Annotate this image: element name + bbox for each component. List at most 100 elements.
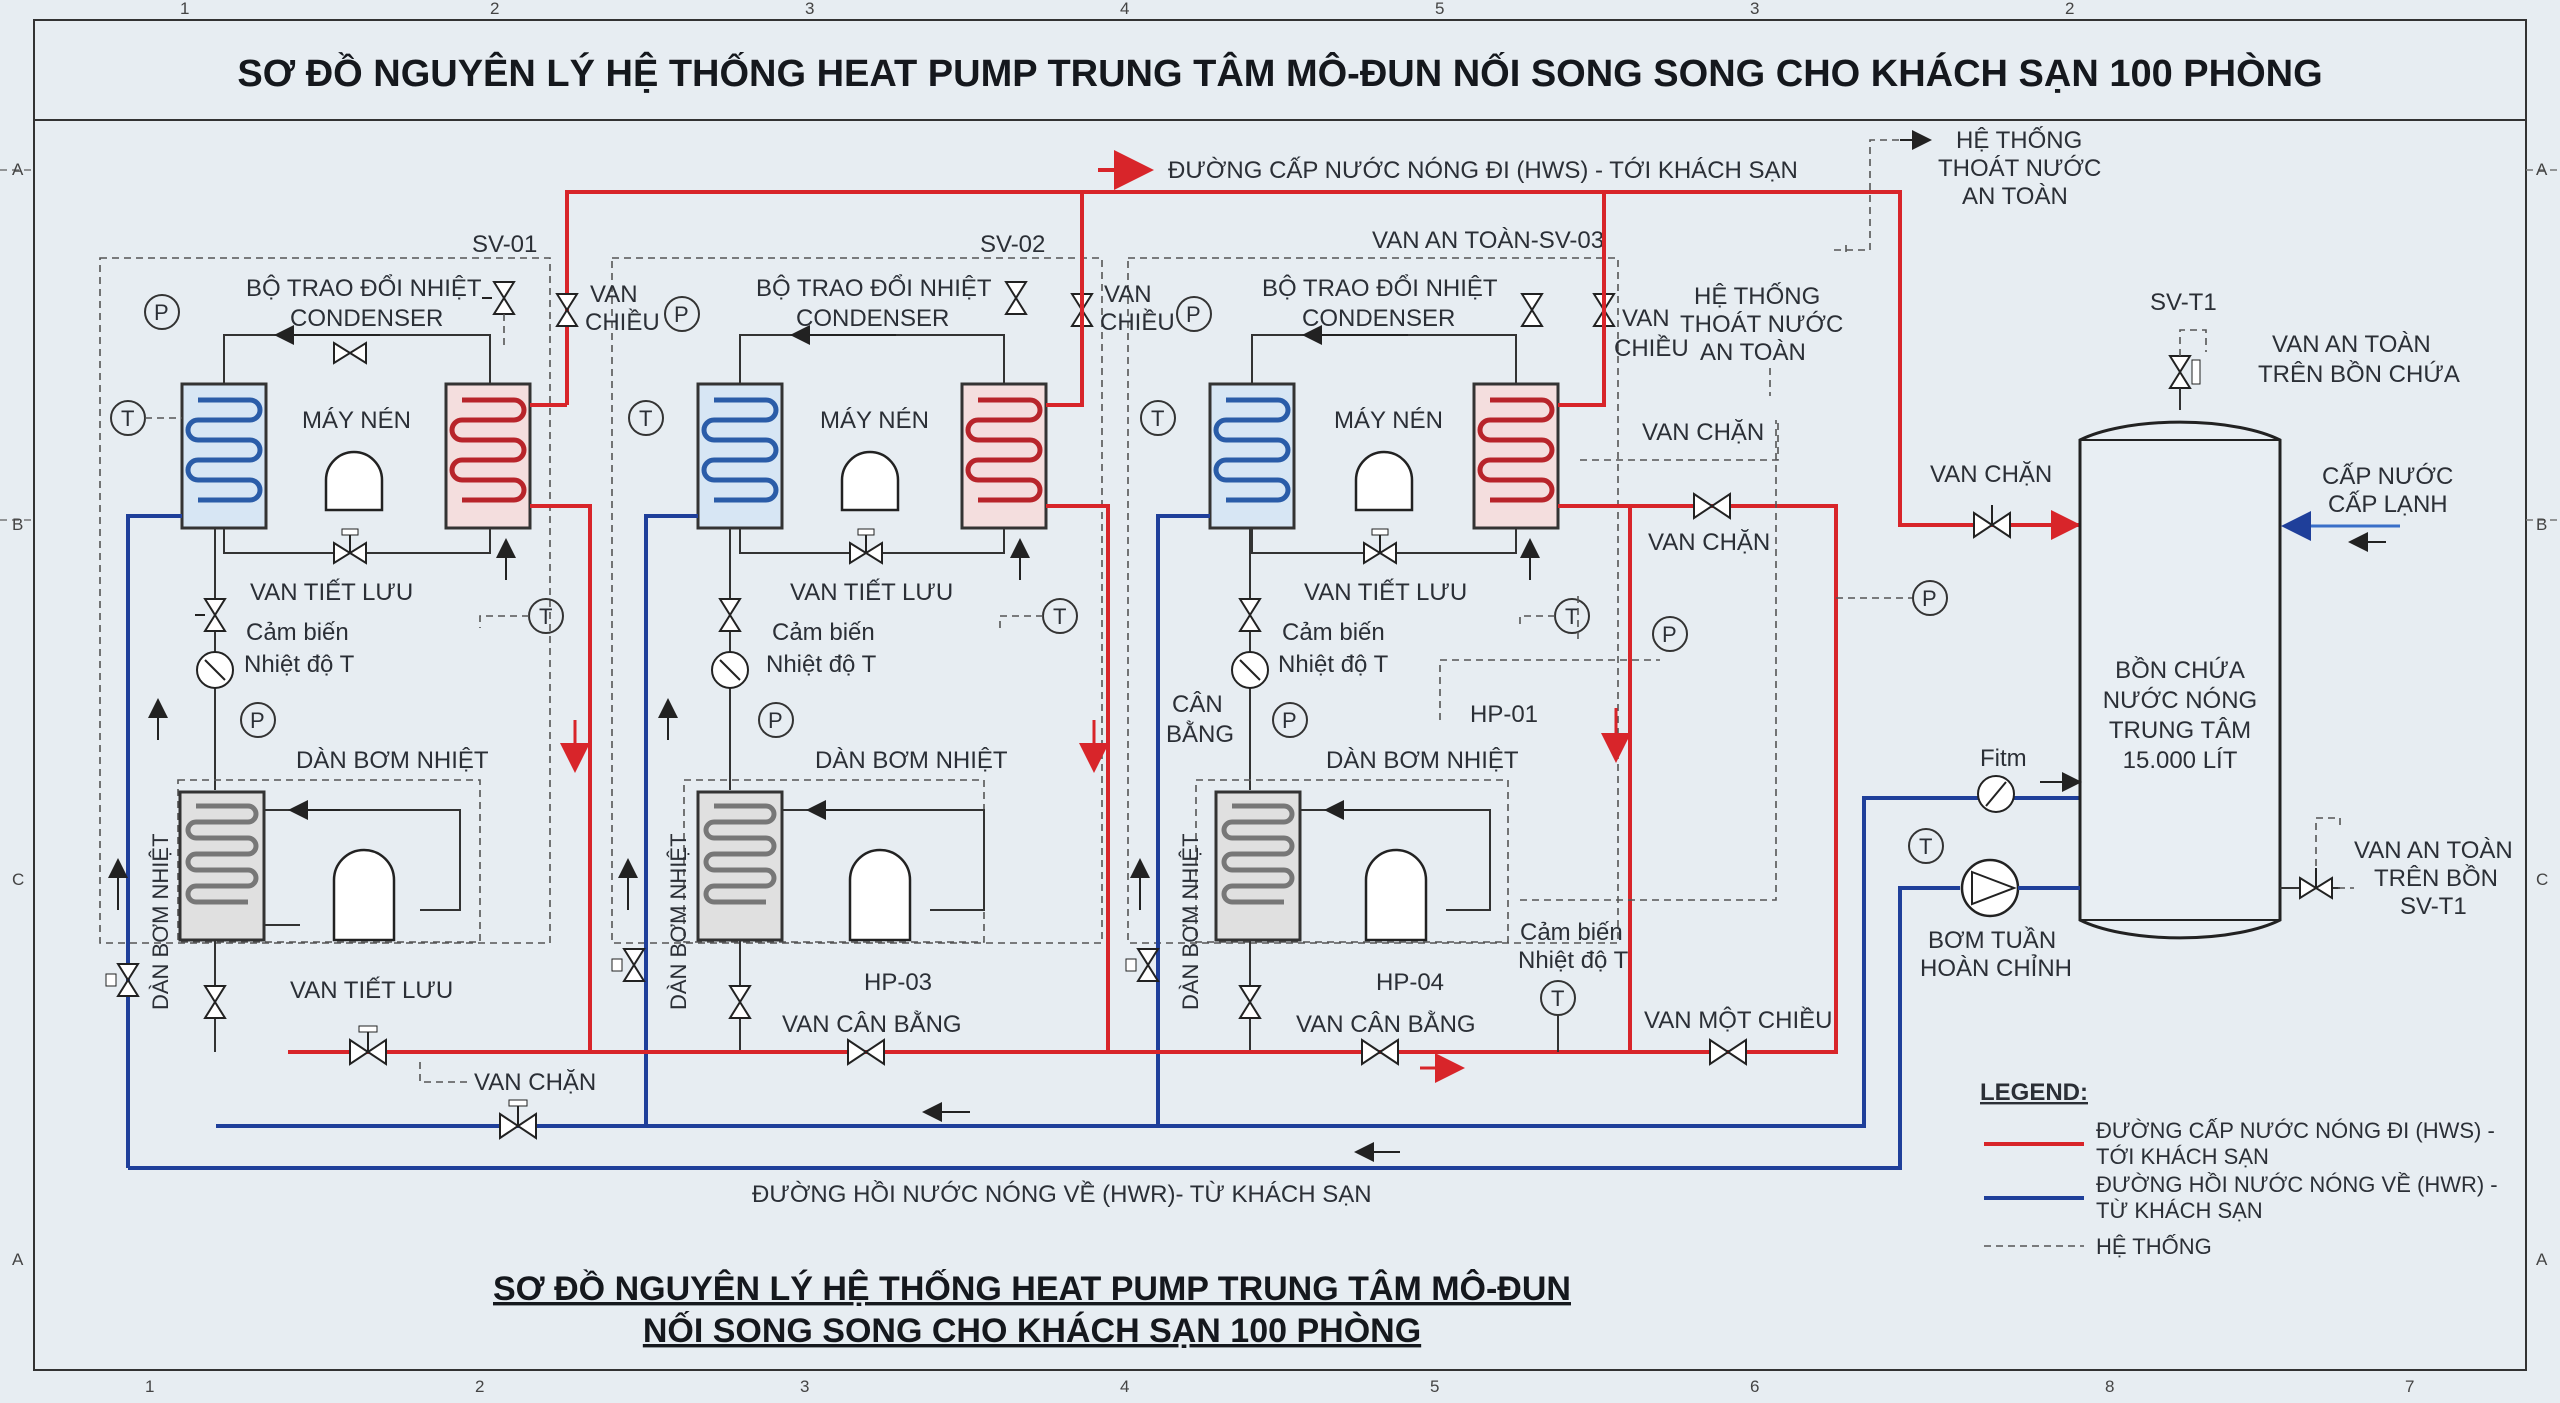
check-valve-icon [555, 293, 579, 327]
shutoff-valve-icon [728, 985, 752, 1019]
shutoff-valve-icon [195, 598, 227, 632]
evap-label: DÀN BƠM NHIỆT [815, 747, 1008, 774]
grid-top-7: 2 [2065, 0, 2074, 18]
legend-hwr-2: TỪ KHÁCH SẠN [2096, 1198, 2263, 1223]
pressure-gauge-icon [758, 702, 794, 738]
tank-label-2: NƯỚC NÓNG [2103, 687, 2257, 714]
drain-system-label-2: THOÁT NƯỚC [1680, 311, 1843, 338]
valve-icon [333, 341, 367, 365]
grid-top-2: 2 [490, 0, 499, 18]
svg-text:T: T [121, 406, 134, 431]
subtitle-line-2: NỐI SONG SONG CHO KHÁCH SẠN 100 PHÒNG [643, 1311, 1421, 1350]
legend-hws-1: ĐƯỜNG CẤP NƯỚC NÓNG ĐI (HWS) - [2096, 1118, 2495, 1143]
grid-top-1: 1 [180, 0, 189, 18]
svt1-label: SV-T1 [2150, 289, 2217, 316]
grid-bottom-1: 1 [145, 1377, 154, 1396]
shutoff-valve-label-bottom: VAN CHẶN [474, 1069, 596, 1096]
check-valve-label-1: VAN [1104, 281, 1152, 308]
grid-left-1: A [12, 160, 24, 179]
shutoff-valve-icon [203, 985, 227, 1019]
svg-text:T: T [639, 406, 652, 431]
tank-safety-2-label-2: TRÊN BỒN [2374, 864, 2498, 892]
expansion-valve-label: VAN TIẾT LƯU [250, 578, 413, 606]
grid-top-5: 5 [1435, 0, 1444, 18]
balancing-valve-label-3: VAN CÂN BẰNG [1296, 1010, 1476, 1038]
pressure-gauge-icon [240, 702, 276, 738]
shutoff-valve-icon [1693, 492, 1731, 520]
right-piping-area: VAN CHẶN VAN CHẶN HP-01 P P HỆ THỐNG THO… [1439, 126, 2101, 1052]
svg-text:P: P [674, 302, 689, 327]
compressor-icon [324, 450, 384, 512]
check-valve-label-1: VAN [590, 281, 638, 308]
grid-top-6: 3 [1750, 0, 1759, 18]
pressure-gauge-icon [1272, 702, 1308, 738]
fan-compressor-icon [1364, 848, 1428, 942]
heat-pump-unit-1: SV-01 BỘ TRAO ĐỔI NHIỆT CONDENSER P T MÁ… [105, 231, 660, 1168]
expansion-valve-icon [1363, 528, 1397, 565]
tank-safety-label-1: VAN AN TOÀN [2272, 331, 2431, 358]
grid-bottom-2: 2 [475, 1377, 484, 1396]
safety-valve-sv03-icon [1520, 293, 1544, 327]
circulation-pump-icon [1960, 858, 2020, 918]
one-way-valve-label: VAN MỘT CHIỀU [1644, 1006, 1832, 1034]
diagram-title: SƠ ĐỒ NGUYÊN LÝ HỆ THỐNG HEAT PUMP TRUNG… [237, 50, 2322, 95]
svg-text:P: P [1282, 708, 1297, 733]
tank-label-1: BỒN CHỨA [2115, 656, 2245, 684]
temperature-sensor-icon [628, 400, 664, 436]
hx-label-2: CONDENSER [796, 305, 949, 332]
grid-right-1: A [2536, 160, 2548, 179]
shutoff-valve-label-2: VAN CHẶN [1648, 529, 1770, 556]
evap-vertical-label: DÀN BƠM NHIỆT [1178, 833, 1203, 1010]
grid-labels: 1 2 3 4 5 3 2 1 2 3 4 5 6 8 7 A B C A A … [12, 0, 2548, 1396]
shutoff-valve-label-1: VAN CHẶN [1642, 419, 1764, 446]
evap-label: DÀN BƠM NHIỆT [1326, 747, 1519, 774]
svg-text:P: P [1186, 302, 1201, 327]
shutoff-valve-label-3: VAN CHẶN [1930, 461, 2052, 488]
cold-water-label-2: CẤP LẠNH [2328, 490, 2448, 518]
hp01-label: HP-01 [1470, 701, 1538, 728]
cold-water-label-1: CẤP NƯỚC [2322, 462, 2453, 490]
compressor-icon [840, 450, 900, 512]
hot-water-tank: BỒN CHỨA NƯỚC NÓNG TRUNG TÂM 15.000 LÍT … [2078, 289, 2513, 940]
heat-pump-unit-2: SV-02 BỘ TRAO ĐỔI NHIỆT CONDENSER P T MÁ… [611, 192, 1175, 1126]
pressure-gauge-icon [1912, 580, 1948, 616]
pressure-gauge-icon [144, 294, 180, 330]
hx-label-1: BỘ TRAO ĐỔI NHIỆT [246, 274, 482, 302]
svg-text:T: T [1053, 604, 1066, 629]
unit-id-label: HP-03 [864, 969, 932, 996]
expansion-valve-label: VAN TIẾT LƯU [1304, 578, 1467, 606]
grid-right-3: C [2536, 870, 2548, 889]
balancing-valve-icon [1125, 948, 1160, 982]
svg-text:T: T [1151, 406, 1164, 431]
sensor-right-label-1: Cảm biến [1520, 919, 1623, 946]
grid-right-2: B [2536, 515, 2547, 534]
svg-text:P: P [1662, 622, 1677, 647]
compressor-label: MÁY NÉN [302, 407, 411, 434]
evap-vertical-label: DÀN BƠM NHIỆT [148, 833, 173, 1010]
pressure-gauge-icon [1652, 616, 1688, 652]
grid-bottom-7: 8 [2105, 1377, 2114, 1396]
check-valve-label-2: CHIỀU [1614, 334, 1689, 362]
condenser-hx [960, 382, 1048, 530]
sv-01-label: SV-01 [472, 231, 537, 258]
hx-label-1: BỘ TRAO ĐỔI NHIỆT [1262, 274, 1498, 302]
safety-valve-sv02-icon [1004, 281, 1028, 315]
tank-label-4: 15.000 LÍT [2123, 747, 2238, 774]
evaporator-coil [696, 790, 784, 942]
evap-label: DÀN BƠM NHIỆT [296, 747, 489, 774]
balancing-valve-label-2: VAN CÂN BẰNG [782, 1010, 962, 1038]
grid-left-3: C [12, 870, 24, 889]
grid-right-4: A [2536, 1250, 2548, 1269]
fan-compressor-icon [332, 848, 396, 942]
legend-system: HỆ THỐNG [2096, 1233, 2212, 1259]
sheet-frame [0, 19, 2560, 1371]
balancing-valve-icon [611, 948, 646, 982]
grid-bottom-5: 5 [1430, 1377, 1439, 1396]
shutoff-valve-icon [349, 1025, 387, 1066]
bottom-valve-label: VAN TIẾT LƯU [290, 976, 453, 1004]
shutoff-valve-icon [1238, 598, 1262, 632]
pump-label-1: BƠM TUẦN [1928, 926, 2056, 954]
svg-text:P: P [154, 300, 169, 325]
sv-02-label: SV-02 [980, 231, 1045, 258]
